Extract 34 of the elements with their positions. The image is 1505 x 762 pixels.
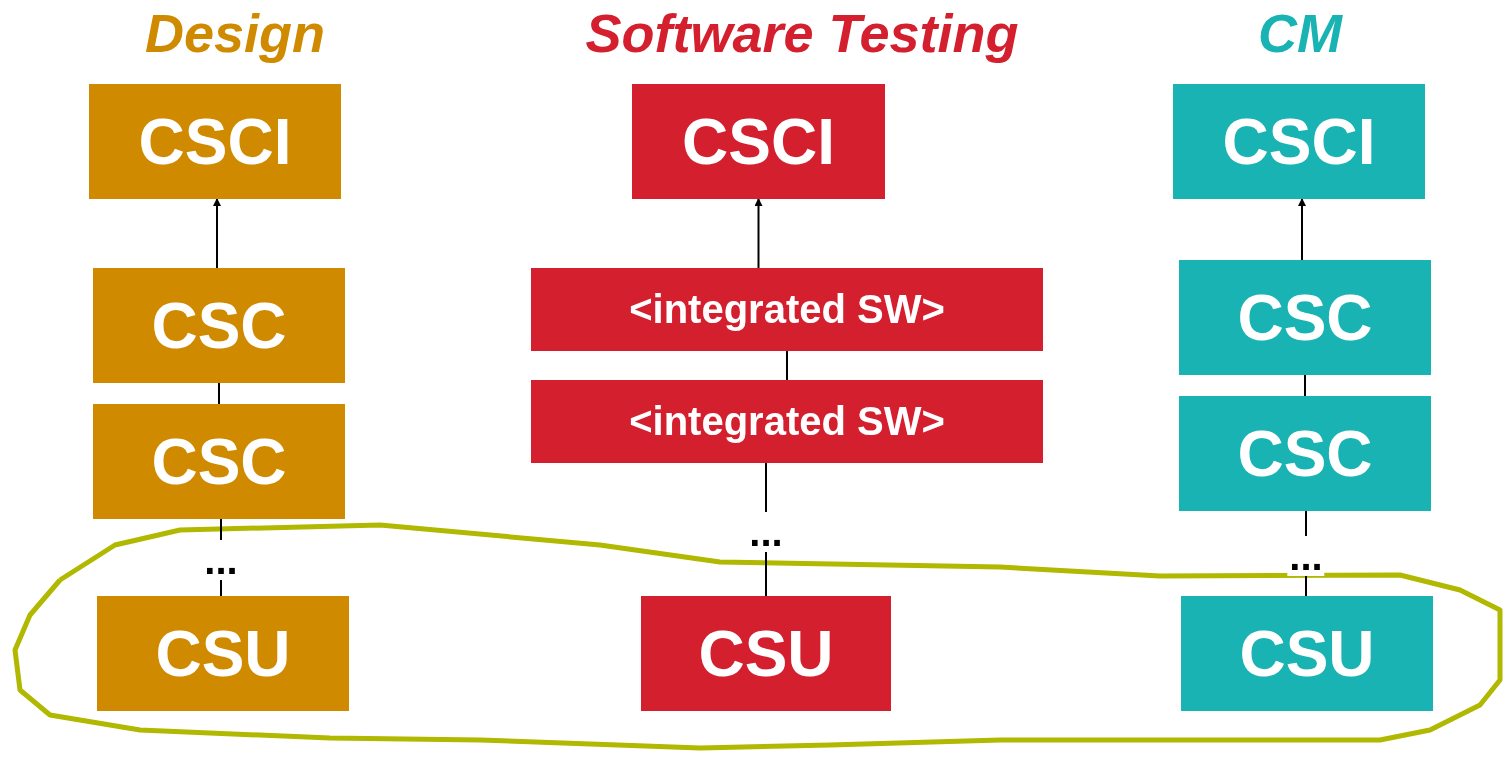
component-box [93, 404, 345, 519]
box-label: CSCI [138, 104, 292, 179]
box-label: CSC [1237, 416, 1373, 491]
box-label: CSC [151, 424, 287, 499]
component-box [93, 268, 345, 383]
box-label: CSC [151, 288, 287, 363]
component-box [97, 596, 349, 711]
connector-line [1304, 374, 1306, 397]
column-title: Software Testing [585, 2, 1019, 64]
component-box [531, 268, 1043, 351]
box-label: CSC [1237, 280, 1373, 355]
box-label: CSCI [682, 104, 835, 179]
component-box [89, 84, 341, 199]
component-box [1179, 396, 1431, 511]
connector-line [218, 382, 220, 405]
component-box [1179, 260, 1431, 375]
box-label: CSU [155, 616, 291, 691]
box-label: <integrated SW> [629, 287, 945, 332]
box-label: CSU [698, 616, 834, 691]
component-box [531, 380, 1043, 463]
edge-label: ... [1287, 535, 1325, 576]
connector-line [786, 350, 788, 381]
component-box [1173, 84, 1425, 199]
box-label: CSCI [1222, 104, 1376, 179]
connector-line [1298, 198, 1306, 261]
component-box [1181, 596, 1433, 711]
box-label: <integrated SW> [629, 399, 945, 444]
connector-line [754, 198, 763, 269]
connector-line [213, 198, 221, 269]
column-title: Design [145, 2, 325, 64]
box-label: CSU [1239, 616, 1375, 691]
column-title: CM [1258, 2, 1342, 64]
component-box [641, 596, 891, 711]
component-box [632, 84, 885, 199]
